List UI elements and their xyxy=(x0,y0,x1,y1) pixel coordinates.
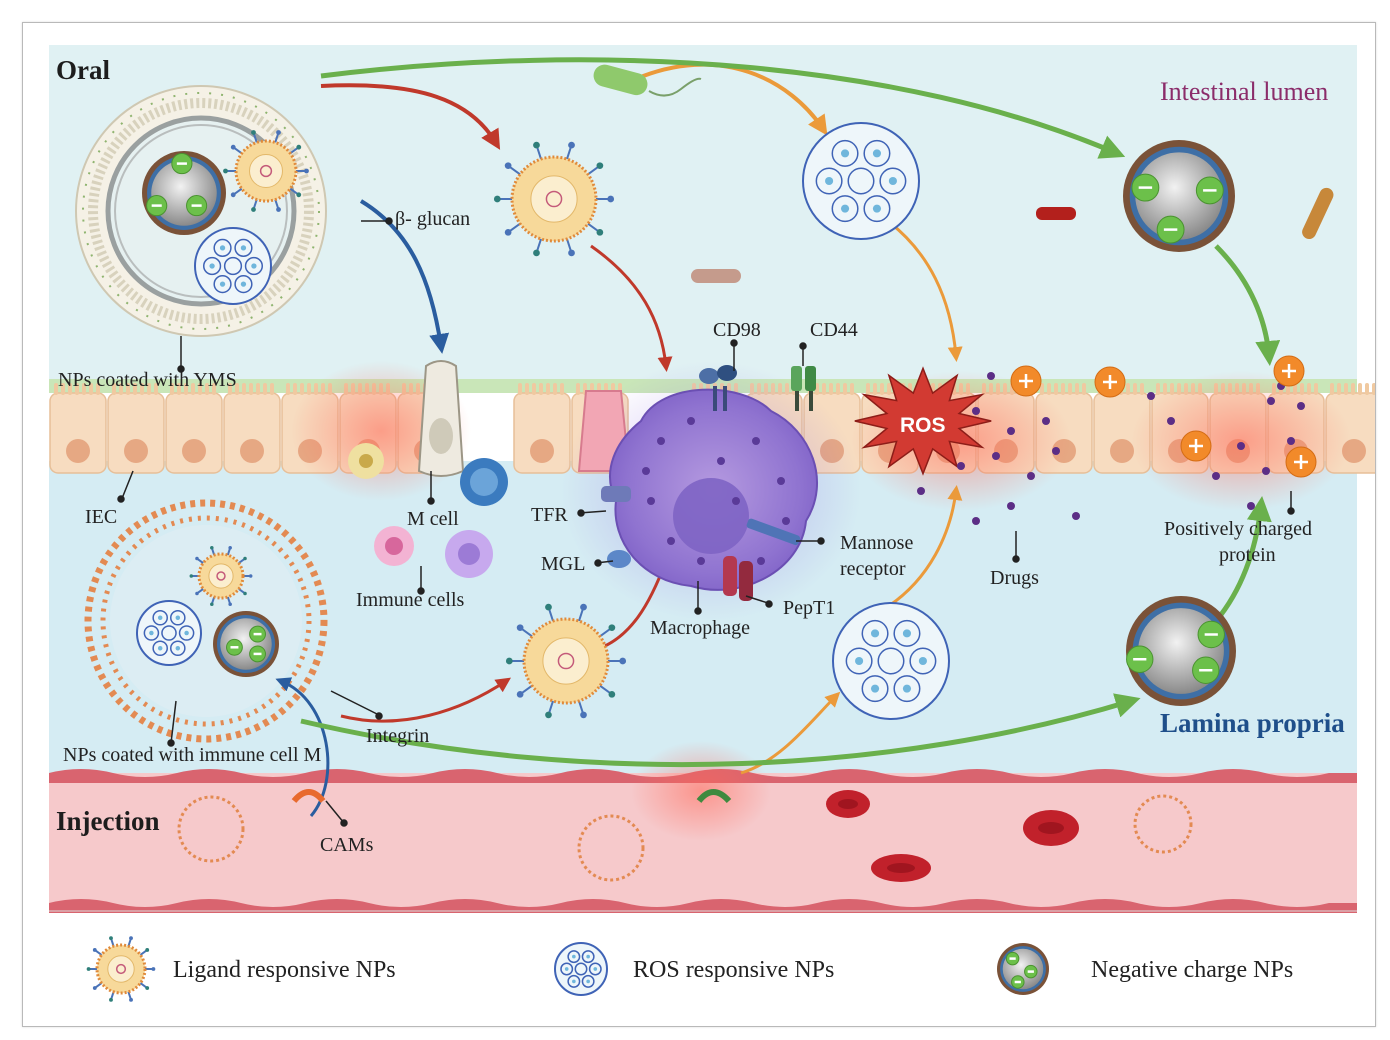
legend-ros-label: ROS responsive NPs xyxy=(633,957,835,983)
circulating-nps xyxy=(177,789,1193,882)
negative-np xyxy=(1126,596,1236,706)
cams-label: CAMs xyxy=(320,834,374,856)
drugs-label: Drugs xyxy=(990,567,1039,589)
pept1-label: PepT1 xyxy=(783,597,836,619)
cd44-receptor xyxy=(791,366,816,411)
beta-glucan-label: β- glucan xyxy=(395,208,471,230)
ros-np xyxy=(554,942,608,996)
cd98-label: CD98 xyxy=(713,319,761,341)
mannose-receptor xyxy=(746,518,801,546)
negative-np xyxy=(997,943,1049,995)
oral-title: Oral xyxy=(56,55,110,85)
intestinal-lumen-title: Intestinal lumen xyxy=(1160,77,1329,106)
mgl-receptor xyxy=(607,550,631,568)
positive-charges xyxy=(1010,355,1317,478)
ros-burst xyxy=(854,366,992,476)
negative-charge-nps xyxy=(142,140,1236,995)
tfr-receptor xyxy=(601,486,631,502)
negative-np xyxy=(213,611,279,677)
pept1-transporter xyxy=(723,556,753,601)
ligand-np xyxy=(86,936,156,1002)
ligand-np xyxy=(189,545,253,607)
figure-frame: Oral Intestinal lumen Lamina propria Inj… xyxy=(22,22,1376,1027)
mgl-label: MGL xyxy=(541,553,586,575)
red-blood-cells xyxy=(826,790,1079,882)
ros-np xyxy=(194,227,272,305)
ros-label: ROS xyxy=(900,414,946,437)
ligand-responsive-nps xyxy=(86,130,627,1002)
ligand-np xyxy=(505,603,627,719)
injection-title: Injection xyxy=(56,806,160,836)
immune-cell-group xyxy=(348,443,508,578)
ligand-np xyxy=(493,141,615,257)
legend-negative-label: Negative charge NPs xyxy=(1091,957,1294,983)
ros-np xyxy=(802,122,920,240)
m-cell-label: M cell xyxy=(407,508,459,530)
receptor-label: receptor xyxy=(840,558,906,580)
ros-np xyxy=(832,602,950,720)
ligand-np xyxy=(223,130,309,212)
ros-responsive-nps xyxy=(136,122,950,996)
macrophage-label: Macrophage xyxy=(650,617,750,639)
immune-cells-label: Immune cells xyxy=(356,589,465,611)
ros-np xyxy=(136,600,202,666)
mannose-label: Mannose xyxy=(840,532,914,554)
nps-immune-label: NPs coated with immune cell M xyxy=(63,744,322,766)
iec-label: IEC xyxy=(85,506,118,528)
macrophage-cell xyxy=(609,388,819,591)
bacteria xyxy=(593,64,1334,283)
protein-label: protein xyxy=(1219,544,1276,566)
diagram-canvas xyxy=(49,45,1375,1002)
lamina-propria-title: Lamina propria xyxy=(1160,708,1345,738)
cd44-label: CD44 xyxy=(810,319,858,341)
nps-yms-label: NPs coated with YMS xyxy=(58,369,237,391)
positively-charged-label: Positively charged xyxy=(1164,518,1312,540)
integrin-label: Integrin xyxy=(366,725,430,747)
m-cell xyxy=(417,360,465,477)
tfr-label: TFR xyxy=(531,504,568,526)
legend-ligand-label: Ligand responsive NPs xyxy=(173,957,396,983)
cd98-receptor xyxy=(699,365,737,411)
vessel-bottom-wall xyxy=(49,899,1357,913)
negative-np xyxy=(1123,140,1235,252)
leader-lines xyxy=(117,217,1295,827)
negative-np xyxy=(142,151,226,235)
